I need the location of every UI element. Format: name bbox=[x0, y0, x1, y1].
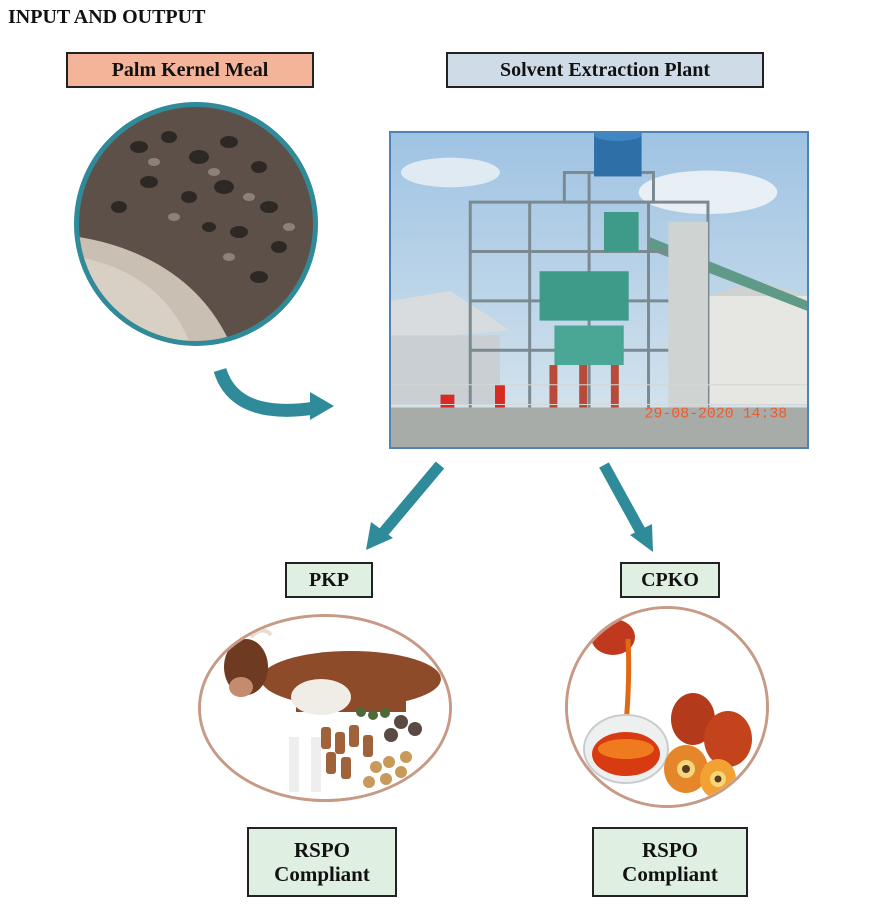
page-title: INPUT AND OUTPUT bbox=[8, 6, 206, 28]
solvent-extraction-plant-image: 29-08-2020 14:38 bbox=[389, 131, 809, 449]
palm-kernel-meal-image bbox=[74, 102, 318, 346]
cpko-rspo-badge: RSPO Compliant bbox=[592, 827, 748, 897]
pkp-rspo-badge: RSPO Compliant bbox=[247, 827, 397, 897]
rspo-line-1: RSPO bbox=[641, 837, 698, 862]
arrow-to-pkp-icon bbox=[377, 461, 445, 538]
rspo-line-2: Compliant bbox=[274, 862, 370, 886]
pkp-animal-feed-image bbox=[198, 614, 452, 802]
output-label-pkp: PKP bbox=[285, 562, 373, 598]
curved-arrow-icon bbox=[213, 367, 316, 417]
cpko-oil-image bbox=[565, 606, 769, 808]
arrow-to-cpko-icon bbox=[599, 462, 647, 537]
rspo-line-1: RSPO bbox=[293, 837, 350, 862]
process-label: Solvent Extraction Plant bbox=[446, 52, 764, 88]
output-label-cpko: CPKO bbox=[620, 562, 720, 598]
input-label: Palm Kernel Meal bbox=[66, 52, 314, 88]
curved-arrowhead-icon bbox=[310, 392, 334, 420]
photo-timestamp: 29-08-2020 14:38 bbox=[645, 406, 788, 422]
rspo-line-2: Compliant bbox=[622, 862, 718, 886]
